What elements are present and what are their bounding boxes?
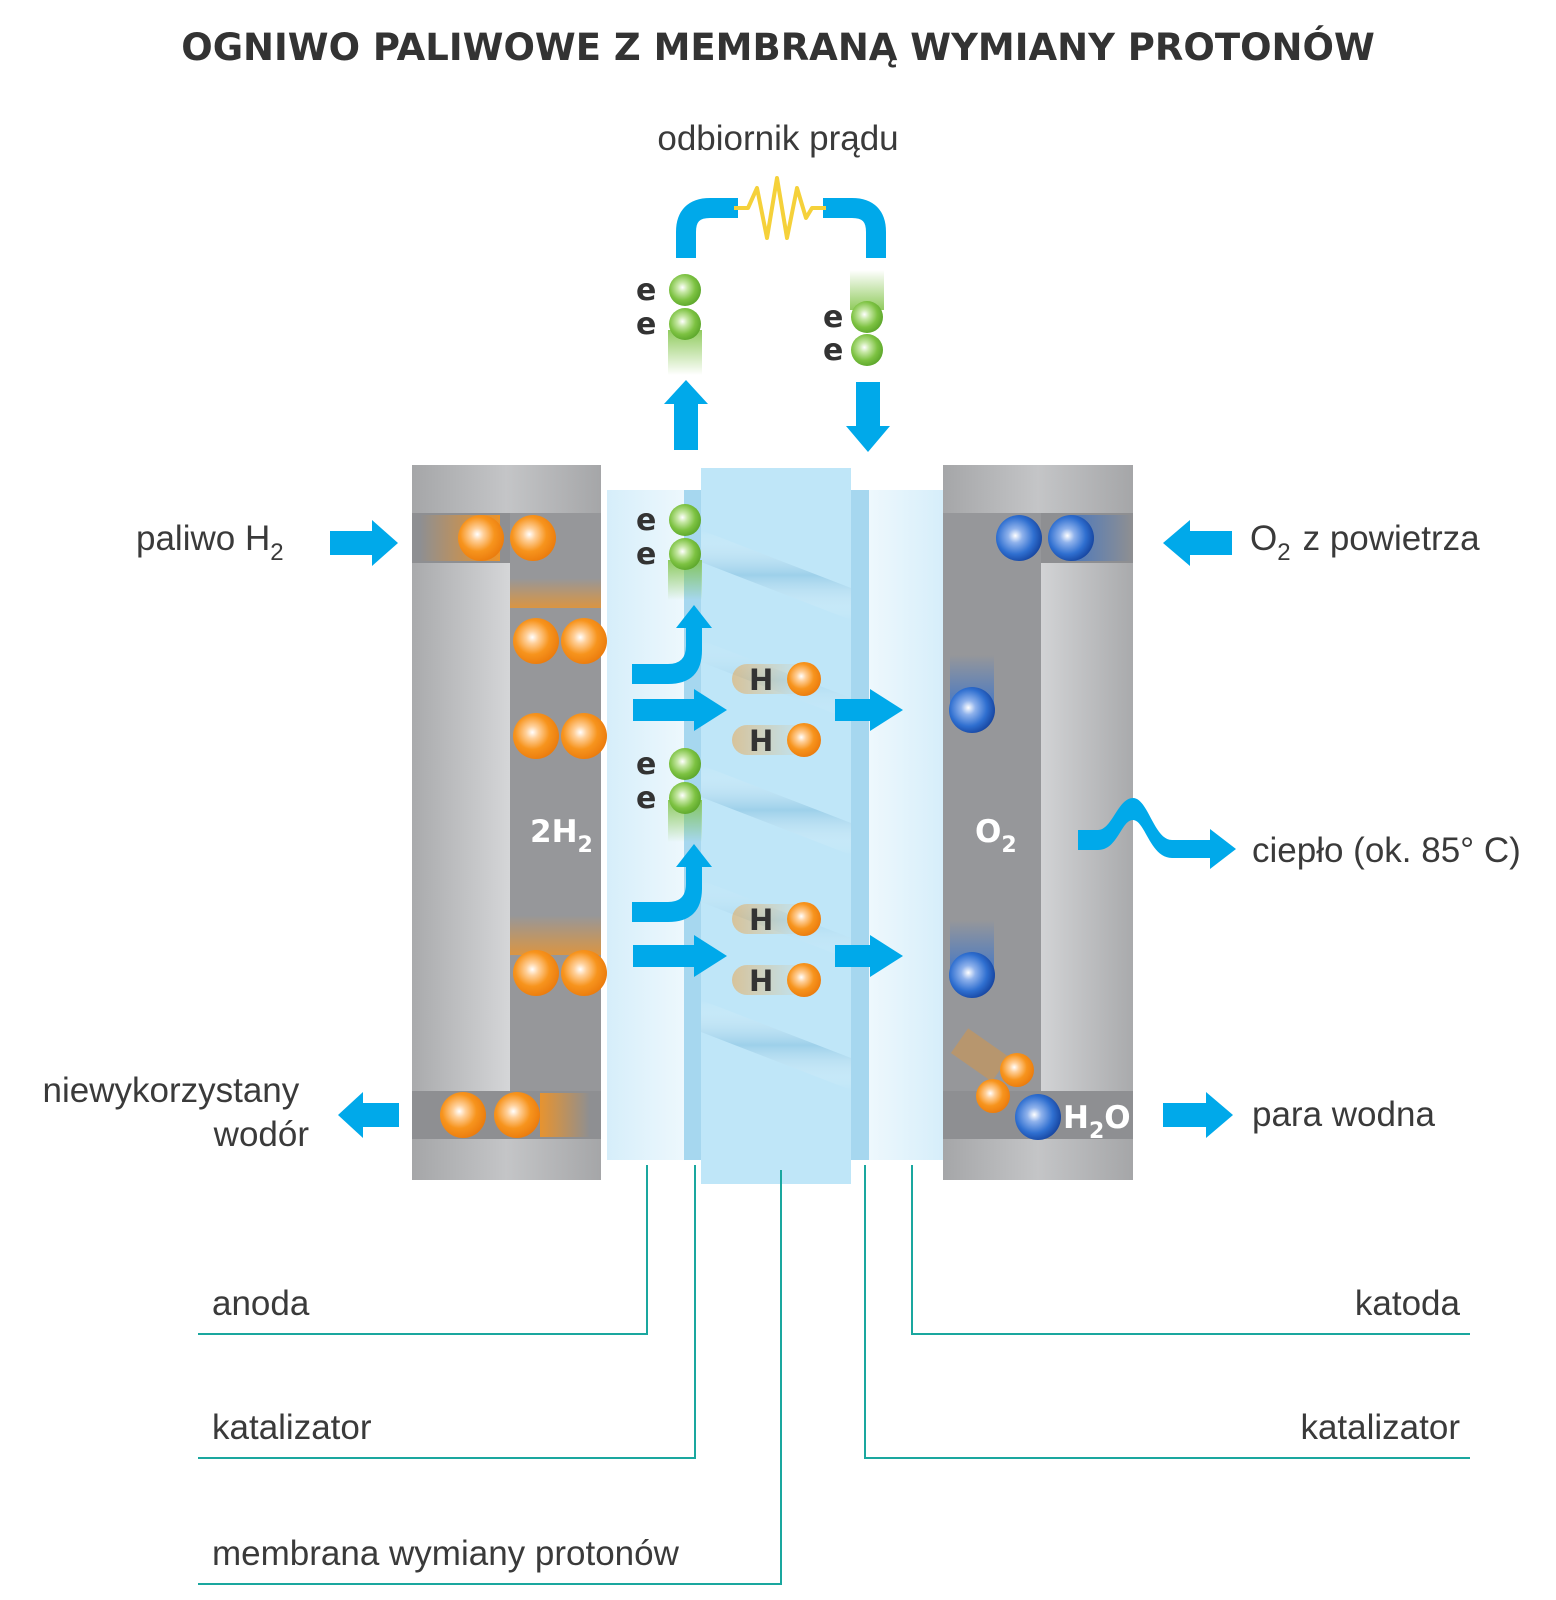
oxygen-inlet-arrow-icon <box>1163 520 1232 566</box>
water-label: H2O <box>1063 1100 1131 1144</box>
hydrogen-molecules <box>420 515 607 1138</box>
proton-label: H <box>749 663 773 697</box>
electron-label: e <box>636 503 656 538</box>
electron-label: e <box>636 273 656 308</box>
oxygen-molecules <box>949 515 1132 998</box>
proton-label: H <box>749 903 773 937</box>
unused-hydrogen-arrow-icon <box>338 1092 399 1138</box>
internal-arrows <box>632 605 903 977</box>
catalyst-left-label: katalizator <box>212 1408 372 1447</box>
heat-wave-arrow-icon <box>1078 798 1236 869</box>
catalyst-right-layer <box>851 490 871 1160</box>
external-circuit <box>676 198 886 258</box>
electron-label: e <box>636 747 656 782</box>
cathode-housing <box>943 465 1133 1180</box>
diagram-title: OGNIWO PALIWOWE Z MEMBRANĄ WYMIANY PROTO… <box>181 25 1375 69</box>
proton-label: H <box>749 964 773 998</box>
leader-lines <box>198 1165 1470 1585</box>
anode-label: anoda <box>212 1284 310 1323</box>
electron-label: e <box>636 307 656 342</box>
protons <box>732 662 821 997</box>
resistor-icon <box>734 176 826 240</box>
oxygen-chamber-label: O2 <box>975 814 1017 858</box>
unused-hydrogen-label: niewykorzystany wodór <box>43 1071 310 1154</box>
membrane-label: membrana wymiany protonów <box>212 1534 680 1573</box>
heat-label: ciepło (ok. 85° C) <box>1252 831 1521 870</box>
arrow-up-icon <box>664 380 708 450</box>
arrow-down-icon <box>846 382 890 452</box>
cathode-layer <box>869 490 943 1160</box>
water-outlet-arrow-icon <box>1163 1092 1233 1138</box>
load-label: odbiornik prądu <box>657 119 898 158</box>
electron-label: e <box>823 300 843 335</box>
water-vapor-label: para wodna <box>1252 1095 1435 1134</box>
electron-label: e <box>636 781 656 816</box>
electrons <box>668 270 884 842</box>
fuel-inlet-arrow-icon <box>330 520 398 566</box>
cathode-label: katoda <box>1355 1284 1461 1323</box>
hydrogen-chamber-label: 2H2 <box>530 814 593 858</box>
electron-label: e <box>823 333 843 368</box>
electron-label: e <box>636 537 656 572</box>
fuel-input-label: paliwo H2 <box>136 519 284 566</box>
water-molecule <box>950 1028 1061 1140</box>
catalyst-right-label: katalizator <box>1300 1408 1460 1447</box>
proton-label: H <box>749 724 773 758</box>
